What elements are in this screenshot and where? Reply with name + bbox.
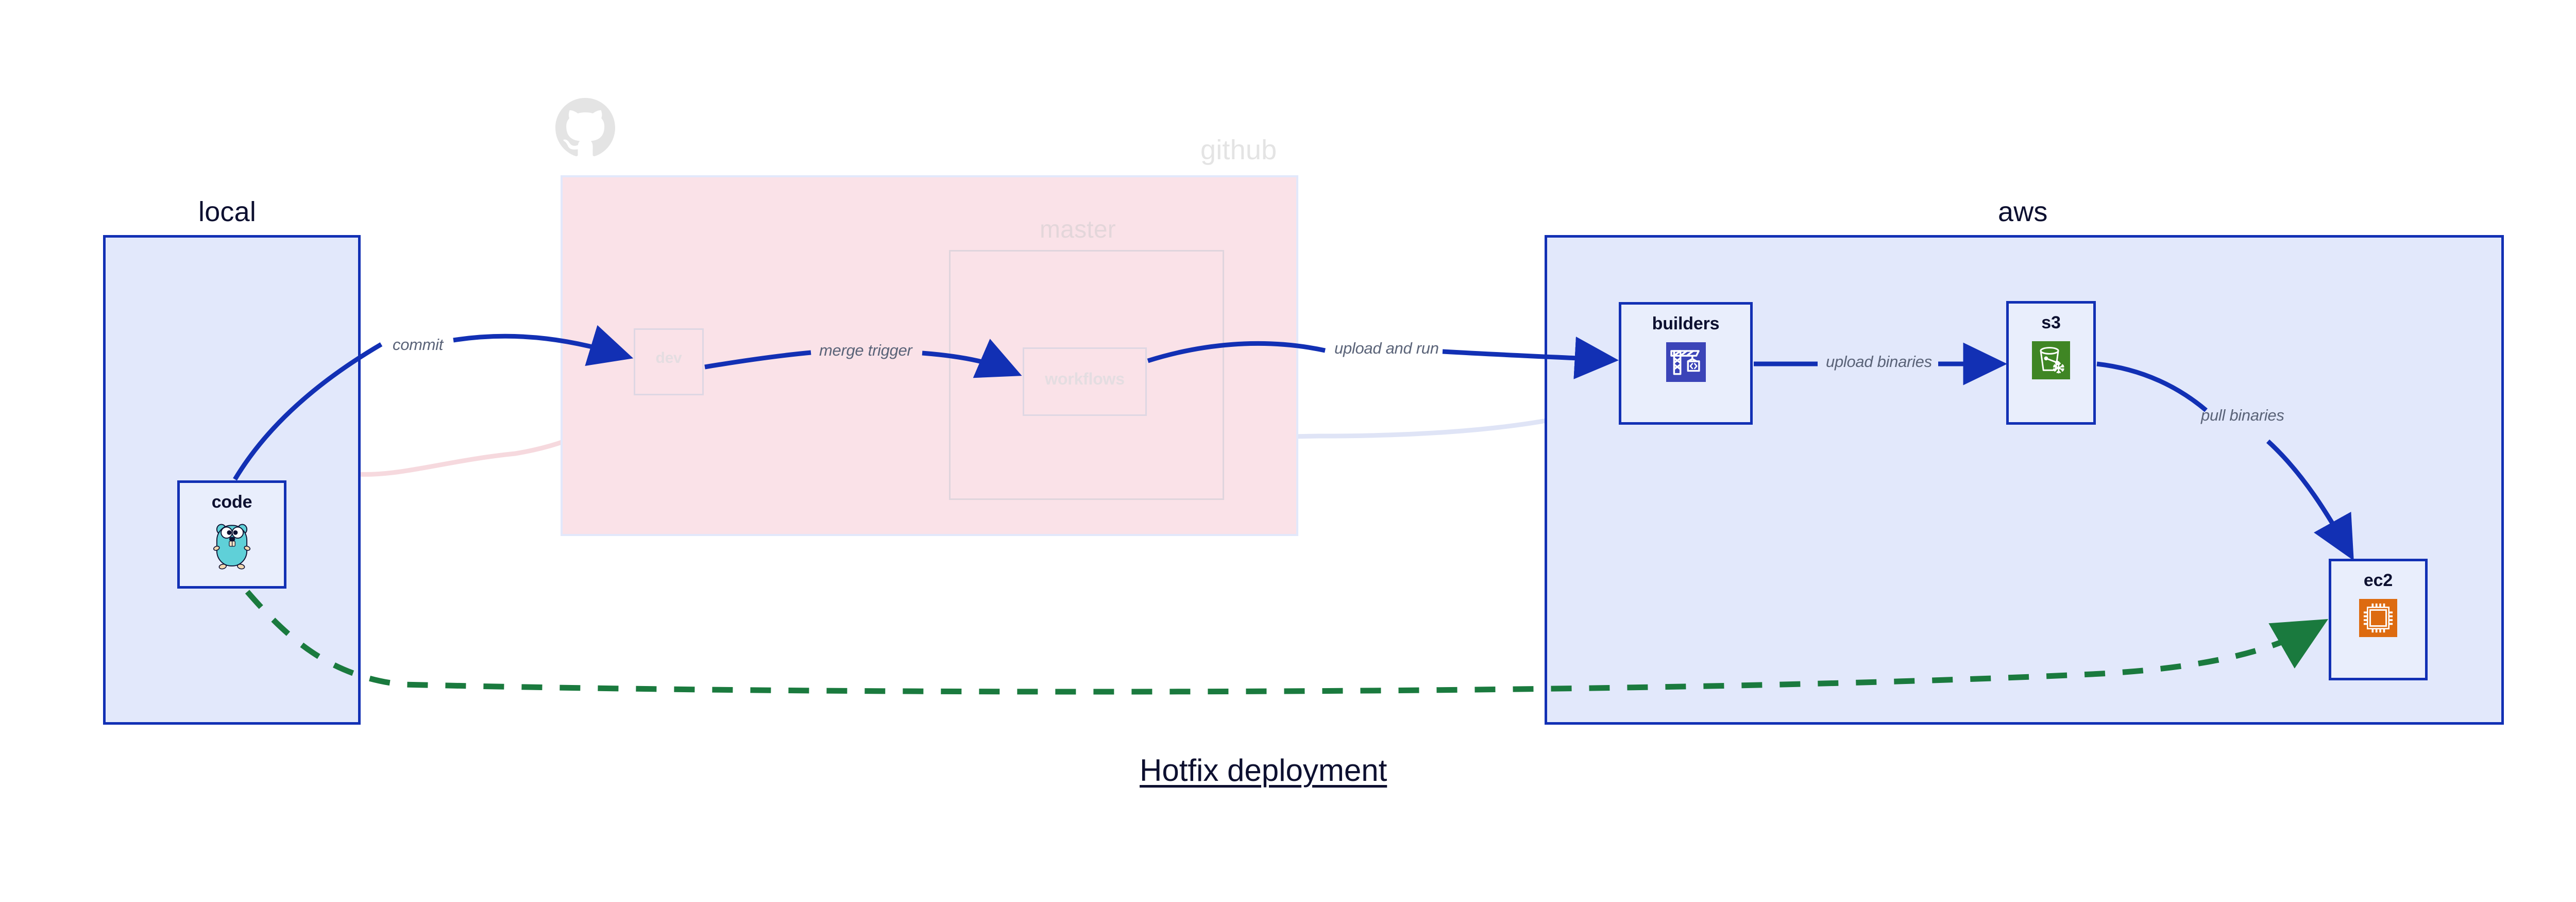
node-label-code: code	[211, 492, 252, 512]
aws-ec2-chip-icon	[2359, 599, 2397, 637]
go-gopher-icon	[213, 524, 251, 570]
node-builders[interactable]: builders	[1619, 302, 1753, 425]
aws-s3-glacier-bucket-icon	[2032, 341, 2070, 379]
edge-label-commit: commit	[393, 336, 444, 354]
edge-label-pull-binaries: pull binaries	[2201, 406, 2284, 424]
group-label-github: github	[1200, 135, 1277, 165]
group-label-aws: aws	[1998, 196, 2048, 227]
node-label-workflows: workflows	[1045, 370, 1125, 388]
node-workflows[interactable]: workflows	[1023, 347, 1147, 416]
subgroup-label-master: master	[1040, 216, 1116, 243]
node-s3[interactable]: s3	[2006, 301, 2096, 425]
node-ec2[interactable]: ec2	[2329, 559, 2428, 680]
diagram-title: Hotfix deployment	[1140, 753, 1387, 788]
group-local	[103, 235, 361, 725]
node-label-dev: dev	[655, 349, 682, 366]
node-code[interactable]: code	[177, 480, 286, 589]
github-octocat-icon	[555, 98, 615, 157]
aws-builders-crane-icon	[1666, 342, 1706, 382]
node-label-s3: s3	[2041, 313, 2061, 332]
edge-label-merge-trigger: merge trigger	[819, 341, 912, 359]
edge-label-upload-binaries: upload binaries	[1826, 353, 1932, 371]
edge-label-upload-and-run: upload and run	[1334, 339, 1439, 357]
subgroup-master	[949, 250, 1224, 500]
node-label-ec2: ec2	[2363, 571, 2393, 590]
node-dev[interactable]: dev	[634, 328, 704, 395]
group-label-local: local	[198, 196, 257, 227]
node-label-builders: builders	[1652, 314, 1720, 333]
